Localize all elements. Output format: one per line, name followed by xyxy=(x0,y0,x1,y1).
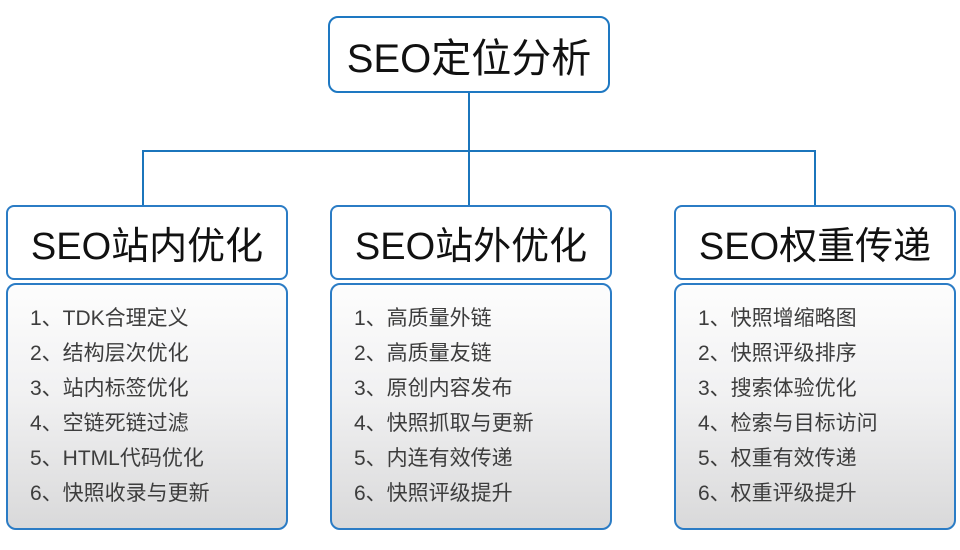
column-header-offsite: SEO站外优化 xyxy=(330,205,612,280)
list-item: 1、TDK合理定义 xyxy=(30,307,189,330)
root-node-label: SEO定位分析 xyxy=(346,36,592,81)
list-item: 5、HTML代码优化 xyxy=(30,447,204,470)
list-item: 5、内连有效传递 xyxy=(354,447,513,470)
column-header-weight: SEO权重传递 xyxy=(674,205,956,280)
connector-stem-line xyxy=(468,93,470,151)
list-item: 3、搜索体验优化 xyxy=(698,377,857,400)
root-node: SEO定位分析 xyxy=(328,16,610,93)
list-item: 5、权重有效传递 xyxy=(698,447,857,470)
column-list-weight: 1、快照增缩略图 2、快照评级排序 3、搜索体验优化 4、检索与目标访问 5、权… xyxy=(674,283,956,530)
list-item: 6、权重评级提升 xyxy=(698,482,857,505)
column-title: SEO站内优化 xyxy=(30,226,264,268)
column-title: SEO权重传递 xyxy=(698,226,932,268)
connector-drop-left-line xyxy=(142,151,144,206)
list-item: 1、高质量外链 xyxy=(354,307,492,330)
connector-horizontal-line xyxy=(142,150,816,152)
list-item: 2、高质量友链 xyxy=(354,342,492,365)
list-item: 6、快照收录与更新 xyxy=(30,482,210,505)
list-item: 4、空链死链过滤 xyxy=(30,412,189,435)
connector-drop-middle-line xyxy=(468,151,470,206)
column-header-onsite: SEO站内优化 xyxy=(6,205,288,280)
connector-drop-right-line xyxy=(814,151,816,206)
list-item: 4、快照抓取与更新 xyxy=(354,412,534,435)
list-item: 2、快照评级排序 xyxy=(698,342,857,365)
list-item: 1、快照增缩略图 xyxy=(698,307,857,330)
list-item: 4、检索与目标访问 xyxy=(698,412,878,435)
list-item: 3、站内标签优化 xyxy=(30,377,189,400)
column-list-offsite: 1、高质量外链 2、高质量友链 3、原创内容发布 4、快照抓取与更新 5、内连有… xyxy=(330,283,612,530)
column-title: SEO站外优化 xyxy=(354,226,588,268)
list-item: 3、原创内容发布 xyxy=(354,377,513,400)
list-item: 6、快照评级提升 xyxy=(354,482,513,505)
list-item: 2、结构层次优化 xyxy=(30,342,189,365)
column-list-onsite: 1、TDK合理定义 2、结构层次优化 3、站内标签优化 4、空链死链过滤 5、H… xyxy=(6,283,288,530)
